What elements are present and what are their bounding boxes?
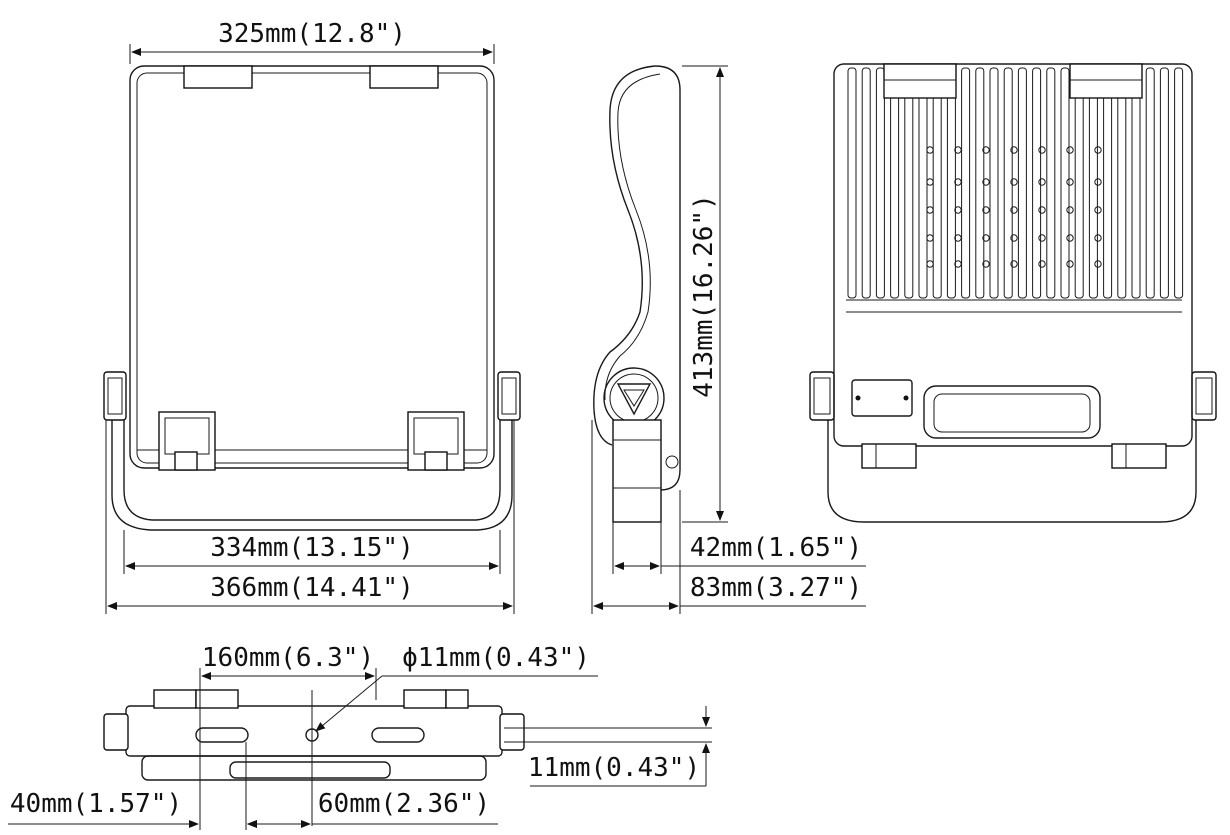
vent-hole bbox=[954, 178, 962, 186]
vent-hole bbox=[954, 260, 962, 268]
vent-hole bbox=[982, 206, 990, 214]
heat-sink-fin bbox=[1131, 67, 1141, 299]
bottom-slot-spacing-label: 160mm(6.3") bbox=[202, 643, 374, 673]
vent-hole bbox=[1066, 146, 1074, 154]
heat-sink-fin bbox=[1032, 67, 1042, 299]
side-view: 413mm(16.26") 42mm(1.65") 83mm(3.27") bbox=[591, 65, 866, 614]
vent-hole bbox=[1066, 234, 1074, 242]
vent-hole bbox=[1010, 234, 1018, 242]
vent-hole bbox=[1066, 178, 1074, 186]
vent-hole bbox=[1038, 146, 1046, 154]
vent-hole bbox=[1066, 206, 1074, 214]
vent-hole bbox=[982, 178, 990, 186]
heat-sink-fin bbox=[918, 67, 928, 299]
vent-hole bbox=[1094, 260, 1102, 268]
front-outer-width-label: 366mm(14.41") bbox=[210, 573, 414, 603]
vent-hole bbox=[1038, 178, 1046, 186]
side-depth-bracket-label: 42mm(1.65") bbox=[690, 533, 862, 563]
bottom-center-offset-label: 60mm(2.36") bbox=[318, 789, 490, 819]
vent-hole bbox=[954, 234, 962, 242]
front-top-width-label: 325mm(12.8") bbox=[218, 19, 406, 49]
vent-hole bbox=[1010, 260, 1018, 268]
heat-sink-fin bbox=[1159, 67, 1169, 299]
vent-hole bbox=[954, 206, 962, 214]
vent-hole bbox=[1038, 260, 1046, 268]
vent-hole bbox=[1038, 206, 1046, 214]
side-height-label: 413mm(16.26") bbox=[689, 194, 719, 398]
heat-sink-fin bbox=[1117, 67, 1127, 299]
vent-hole bbox=[982, 234, 990, 242]
side-depth-total-label: 83mm(3.27") bbox=[690, 573, 862, 603]
heat-sink-fin bbox=[961, 67, 971, 299]
front-inner-width-label: 334mm(13.15") bbox=[210, 533, 414, 563]
vent-hole bbox=[982, 146, 990, 154]
vent-hole bbox=[926, 234, 934, 242]
heat-sink-fin bbox=[1074, 67, 1084, 299]
bottom-hole-diameter-label: ϕ11mm(0.43") bbox=[402, 643, 590, 673]
heat-sink-fin bbox=[946, 67, 956, 299]
heat-sink-fin bbox=[904, 67, 914, 299]
bottom-thickness-label: 11mm(0.43") bbox=[528, 753, 700, 783]
vent-hole bbox=[926, 260, 934, 268]
vent-hole bbox=[1038, 234, 1046, 242]
heat-sink-fin bbox=[1046, 67, 1056, 299]
vent-hole bbox=[1010, 146, 1018, 154]
heat-sink-fin bbox=[875, 67, 885, 299]
heat-sink-fin bbox=[1103, 67, 1113, 299]
heat-sink-fin bbox=[861, 67, 871, 299]
vent-hole bbox=[982, 260, 990, 268]
heat-sink-fin bbox=[1017, 67, 1027, 299]
vent-hole bbox=[1010, 206, 1018, 214]
heat-sink-fin bbox=[989, 67, 999, 299]
vent-hole bbox=[1094, 206, 1102, 214]
heat-sink-fin bbox=[932, 67, 942, 299]
heat-sink-fin bbox=[1060, 67, 1070, 299]
vent-hole bbox=[1066, 260, 1074, 268]
vent-hole bbox=[1094, 146, 1102, 154]
vent-hole bbox=[926, 178, 934, 186]
heat-sink-fin bbox=[1145, 67, 1155, 299]
bottom-slot-length-label: 40mm(1.57") bbox=[10, 789, 182, 819]
bottom-view: 160mm(6.3") ϕ11mm(0.43") 11mm(0.43") 40m… bbox=[8, 643, 712, 830]
vent-hole bbox=[1010, 178, 1018, 186]
vent-hole bbox=[926, 206, 934, 214]
heat-sink-fin bbox=[890, 67, 900, 299]
back-view bbox=[809, 63, 1217, 523]
front-view: 325mm(12.8") 334mm(13.15") 366mm(14.41") bbox=[103, 19, 521, 614]
heat-sink-fin bbox=[847, 67, 857, 299]
heat-sink-fin bbox=[1088, 67, 1098, 299]
vent-hole bbox=[1094, 234, 1102, 242]
vent-hole bbox=[1094, 178, 1102, 186]
vent-hole bbox=[954, 146, 962, 154]
heat-sink-fin bbox=[1003, 67, 1013, 299]
heat-sink-fin bbox=[1174, 67, 1184, 299]
heat-sink-fin bbox=[975, 67, 985, 299]
vent-hole bbox=[926, 146, 934, 154]
